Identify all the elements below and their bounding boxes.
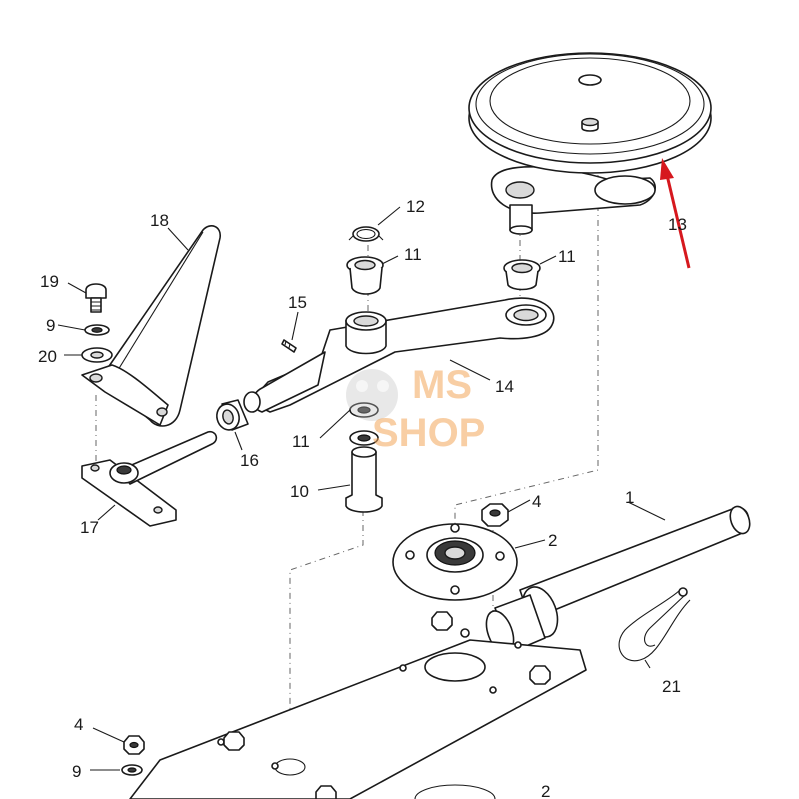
lock-washer-part-9-upper bbox=[84, 324, 110, 336]
nut-part-4-lower bbox=[123, 735, 145, 755]
callout-4-upper: 4 bbox=[532, 492, 541, 511]
watermark-line-1: MS bbox=[412, 363, 472, 407]
callout-9-lower: 9 bbox=[72, 762, 81, 781]
lever-part-18 bbox=[81, 225, 221, 427]
spacer-part-16 bbox=[216, 399, 249, 431]
ms-shop-watermark: MS SHOP bbox=[346, 363, 485, 455]
bracket-part-17 bbox=[81, 430, 218, 527]
callout-2-lower: 2 bbox=[541, 782, 550, 799]
callout-4-lower: 4 bbox=[74, 715, 83, 734]
callout-15: 15 bbox=[288, 293, 307, 312]
callout-11-left: 11 bbox=[404, 245, 422, 264]
callout-13: 13 bbox=[668, 215, 687, 234]
callout-21: 21 bbox=[662, 677, 681, 696]
callout-12: 12 bbox=[406, 197, 425, 216]
callout-17: 17 bbox=[80, 518, 99, 537]
bushing-part-11-left bbox=[346, 256, 384, 295]
swing-arm-part-14 bbox=[243, 297, 555, 413]
callout-18: 18 bbox=[150, 211, 169, 230]
nut-part-4-upper bbox=[481, 503, 509, 527]
callout-14: 14 bbox=[495, 377, 514, 396]
callout-16: 16 bbox=[240, 451, 259, 470]
bearing-flange-part-2-upper bbox=[392, 523, 518, 601]
callout-11-lower: 11 bbox=[292, 432, 310, 451]
clip-part-21 bbox=[618, 587, 691, 662]
callout-19: 19 bbox=[40, 272, 59, 291]
bushing-part-11-right bbox=[503, 259, 541, 291]
tube-part-1 bbox=[485, 505, 751, 654]
circlip-part-12 bbox=[348, 226, 384, 242]
watermark-line-2: SHOP bbox=[372, 411, 485, 455]
bolt-part-19 bbox=[85, 283, 107, 313]
callout-1: 1 bbox=[625, 488, 634, 507]
callout-2-upper: 2 bbox=[548, 531, 557, 550]
pulley-part-13 bbox=[468, 52, 712, 235]
leader-lines bbox=[57, 206, 666, 771]
lock-washer-part-9-lower bbox=[121, 764, 143, 776]
callout-11-right: 11 bbox=[558, 247, 576, 266]
red-pointer-arrow bbox=[660, 158, 691, 269]
callout-10: 10 bbox=[290, 482, 309, 501]
callout-20: 20 bbox=[38, 347, 57, 366]
shaft-part-10 bbox=[345, 402, 383, 513]
grease-pin-part-15 bbox=[281, 339, 297, 353]
callout-9-upper: 9 bbox=[46, 316, 55, 335]
callout-labels: 1 2 2 4 4 9 9 10 11 11 11 12 13 14 15 16… bbox=[38, 197, 687, 799]
washer-part-20 bbox=[81, 347, 113, 363]
deck-plate bbox=[129, 611, 587, 799]
